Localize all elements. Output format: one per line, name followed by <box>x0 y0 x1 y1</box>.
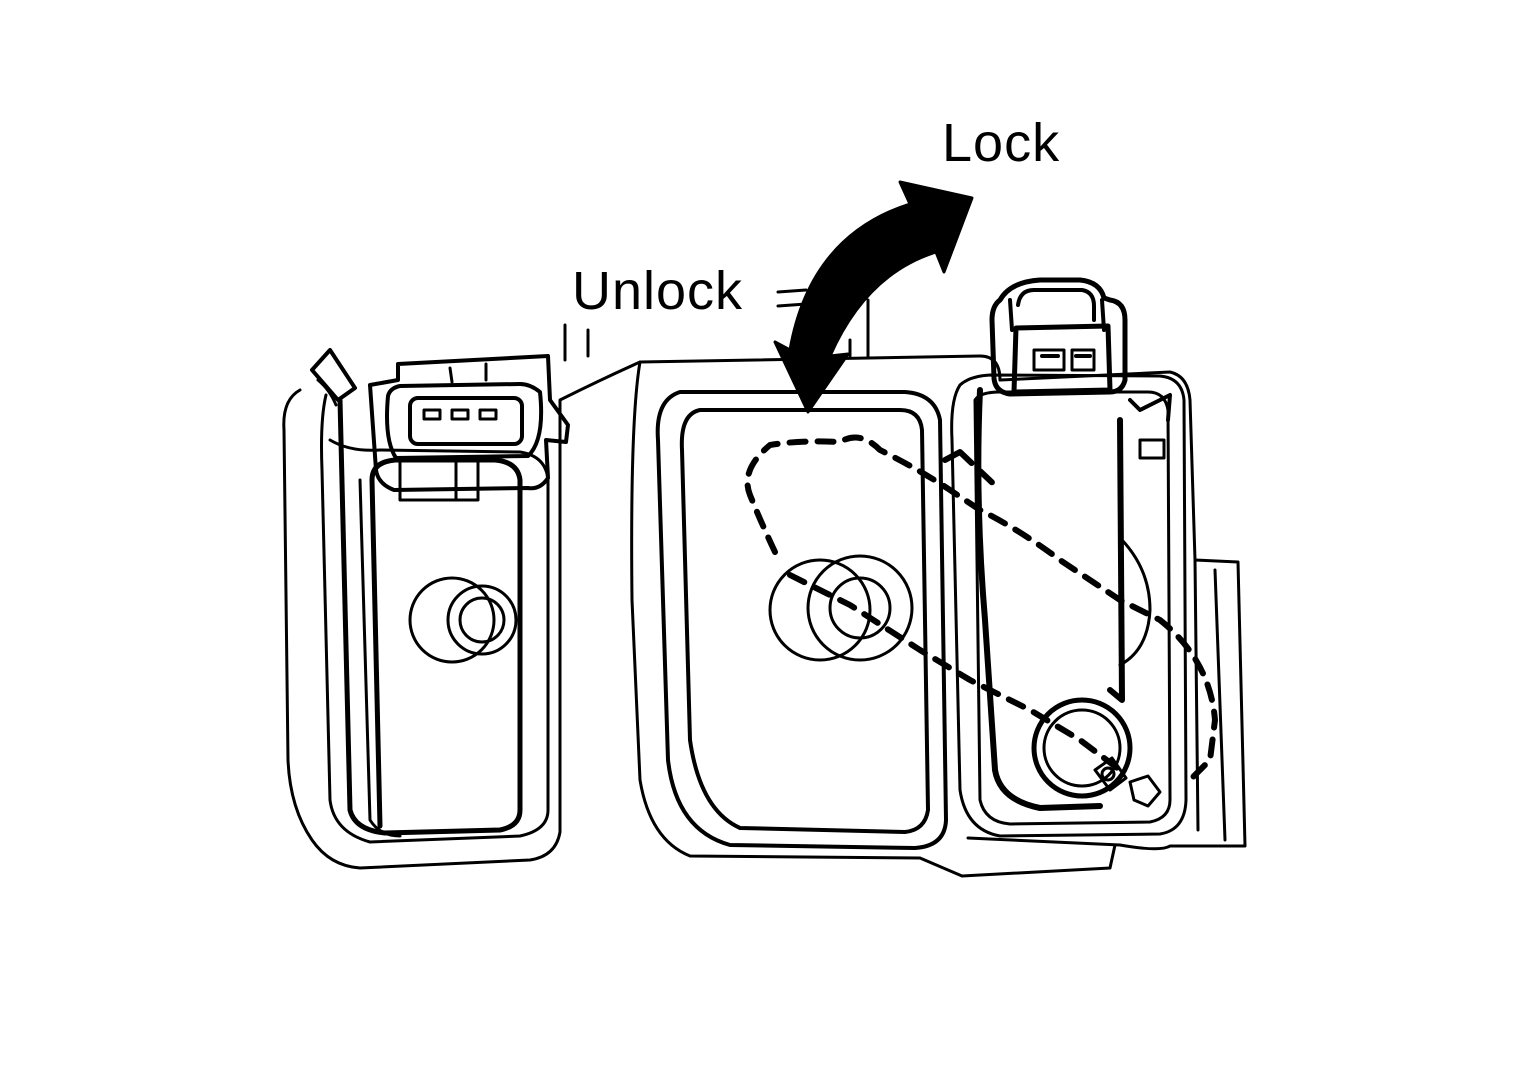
right-coil-boot <box>1031 697 1133 799</box>
hidden-lines <box>744 434 1218 783</box>
left-connector <box>368 354 570 492</box>
unlock-label: Unlock <box>572 261 744 321</box>
unlock-indicator-lines <box>776 288 808 308</box>
right-connector <box>989 277 1128 397</box>
left-coil <box>310 348 550 844</box>
lock-label: Lock <box>942 113 1061 173</box>
middle-coil <box>655 390 948 850</box>
left-coil-boot <box>408 576 496 664</box>
curved-arrow-icon <box>773 180 974 414</box>
right-coil <box>950 373 1188 838</box>
rotation-arrow[interactable] <box>773 180 974 414</box>
middle-coil-boot <box>768 558 872 662</box>
housing-outline <box>282 298 1247 878</box>
